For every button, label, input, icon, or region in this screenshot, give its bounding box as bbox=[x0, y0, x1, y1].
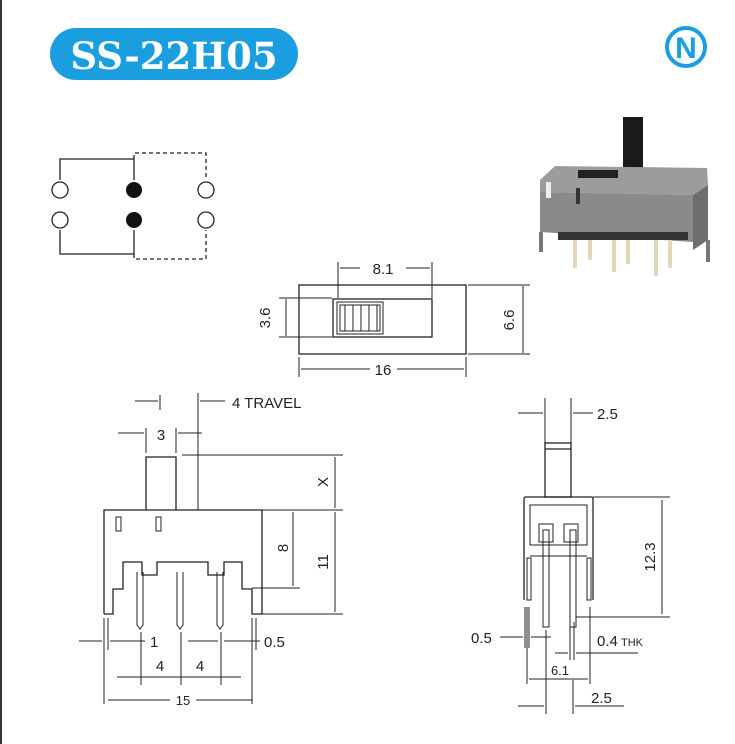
page-border bbox=[0, 0, 2, 744]
dim-front-2-5-top: 2.5 bbox=[597, 406, 618, 423]
dim-0-4: 0.4 bbox=[597, 633, 618, 650]
front-view-drawing: 2.5 12.3 0.5 0.4 THK 6.1 2.5 bbox=[471, 398, 670, 714]
dim-0-5: 0.5 bbox=[264, 634, 285, 651]
top-view-drawing: 8.1 16 3.6 6.6 bbox=[257, 261, 530, 379]
dim-front-0-5: 0.5 bbox=[471, 630, 492, 647]
model-title: SS-22H05 bbox=[70, 34, 277, 78]
dim-actuator-3: 3 bbox=[157, 427, 165, 444]
thk-label: THK bbox=[621, 637, 644, 649]
logo-letter: N bbox=[675, 32, 697, 65]
product-photo bbox=[539, 117, 710, 276]
brand-logo: N bbox=[665, 26, 707, 68]
dim-pitch-right: 4 bbox=[196, 658, 204, 675]
dim-16: 16 bbox=[375, 362, 392, 379]
circuit-schematic bbox=[51, 152, 215, 260]
dim-front-2-5-bottom: 2.5 bbox=[591, 690, 612, 707]
dim-12-3: 12.3 bbox=[642, 542, 659, 571]
dim-travel: 4 TRAVEL bbox=[232, 395, 301, 412]
side-view-drawing: 4 TRAVEL 3 X 8 11 1 0.5 4 4 15 bbox=[79, 393, 343, 708]
dim-6-6: 6.6 bbox=[501, 310, 518, 331]
dim-pitch-left: 4 bbox=[156, 658, 164, 675]
dim-3-6: 3.6 bbox=[257, 308, 274, 329]
dim-15: 15 bbox=[176, 693, 190, 708]
dim-8: 8 bbox=[275, 544, 292, 552]
title-badge: SS-22H05 bbox=[50, 28, 298, 80]
dim-6-1: 6.1 bbox=[551, 663, 569, 678]
dim-x: X bbox=[315, 477, 332, 487]
dim-8-1: 8.1 bbox=[373, 261, 394, 278]
dim-pin-1: 1 bbox=[150, 634, 158, 651]
dim-11: 11 bbox=[315, 554, 332, 570]
